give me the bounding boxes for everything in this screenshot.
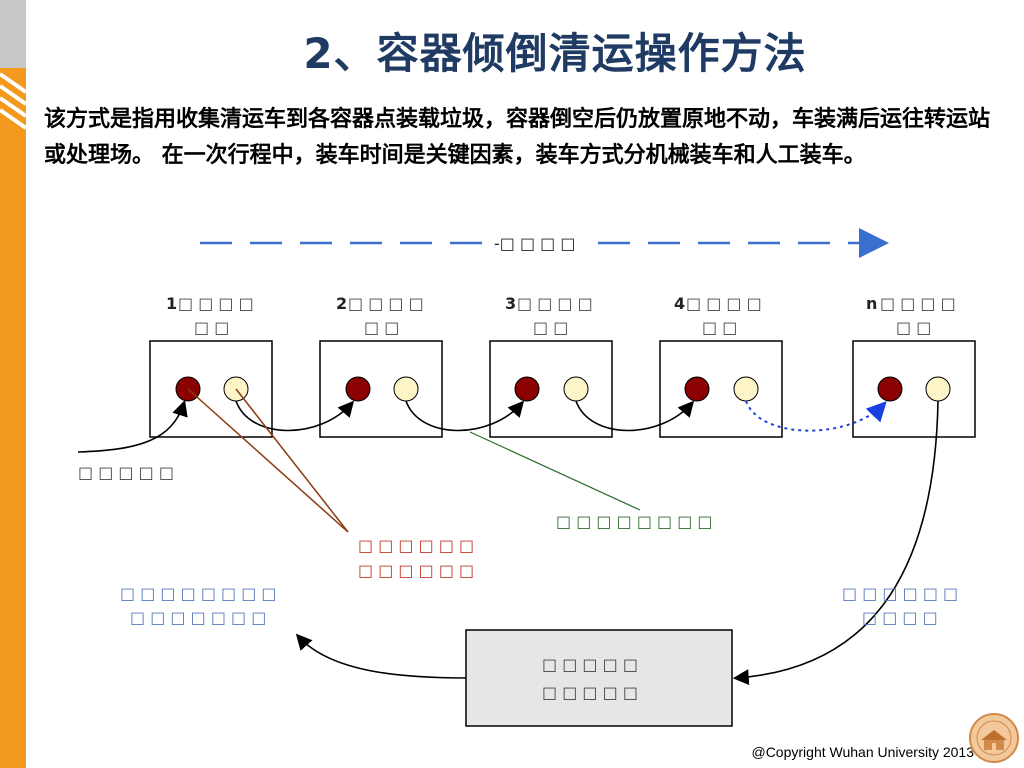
- pickup-pointer-line-1: [187, 388, 349, 533]
- route-facility-return: [295, 633, 467, 679]
- pickup-label-line1: □ □ □ □ □ □: [358, 536, 474, 555]
- sidebar-stripes: [0, 72, 26, 130]
- facility-label-line1: □ □ □ □ □: [542, 655, 638, 674]
- route-2-to-3: [405, 400, 525, 432]
- container-4-label-num: 4: [674, 294, 685, 313]
- container-1: [149, 340, 273, 438]
- empty-container-icon: [733, 376, 759, 402]
- pickup-pointer-line-2: [235, 388, 349, 533]
- sidebar-grey-band: [0, 0, 26, 68]
- slide-title: 2、容器倾倒清运操作方法: [303, 29, 807, 78]
- flow-label: -□ □ □ □: [494, 234, 576, 253]
- full-container-icon: [877, 376, 903, 402]
- container-2-label-line2: □ □: [364, 318, 399, 337]
- container-3-label-line2: □ □: [533, 318, 568, 337]
- container-4-label-line1: □ □ □ □: [686, 294, 762, 313]
- slide-description: 该方式是指用收集清运车到各容器点装载垃圾，容器倒空后仍放置原地不动，车装满后运往…: [44, 107, 991, 168]
- return-label-line2: □ □ □ □ □ □ □: [130, 608, 266, 627]
- container-2-label-num: 2: [336, 294, 347, 313]
- route-n-to-facility: [732, 400, 939, 686]
- container-4-label-line2: □ □: [702, 318, 737, 337]
- container-2-label-line1: □ □ □ □: [348, 294, 424, 313]
- route-4-to-n-dotted: [745, 400, 887, 432]
- empty-container-icon: [563, 376, 589, 402]
- container-4: [659, 340, 783, 438]
- route-3-to-4: [575, 400, 695, 432]
- to-facility-label-line2: □ □ □ □: [862, 608, 938, 627]
- container-1-label-line1: □ □ □ □: [178, 294, 254, 313]
- container-1-label-num: 1: [166, 294, 177, 313]
- facility-label-line2: □ □ □ □ □: [542, 683, 638, 702]
- entry-route-arrow: [77, 399, 188, 453]
- empty-container-icon: [925, 376, 951, 402]
- container-n: [852, 340, 976, 438]
- full-container-icon: [514, 376, 540, 402]
- container-3-label-num: 3: [505, 294, 516, 313]
- return-label-line1: □ □ □ □ □ □ □ □: [120, 584, 277, 603]
- container-1-label-line2: □ □: [194, 318, 229, 337]
- container-3-label-line1: □ □ □ □: [517, 294, 593, 313]
- drive-pointer-line: [469, 431, 641, 511]
- container-n-label-num: n: [866, 294, 877, 313]
- full-container-icon: [345, 376, 371, 402]
- container-n-label-line2: □ □: [896, 318, 931, 337]
- container-n-label-line1: □ □ □ □: [880, 294, 956, 313]
- university-logo-icon: [969, 713, 1019, 763]
- copyright-text: @Copyright Wuhan University 2013: [751, 744, 974, 760]
- to-facility-label-line1: □ □ □ □ □ □: [842, 584, 958, 603]
- route-1-to-2: [235, 400, 355, 432]
- pickup-label-line2: □ □ □ □ □ □: [358, 561, 474, 580]
- empty-container-icon: [393, 376, 419, 402]
- sidebar-orange-band: [0, 68, 26, 768]
- facility-box: [465, 629, 733, 727]
- full-container-icon: [684, 376, 710, 402]
- drive-label: □ □ □ □ □ □ □ □: [556, 512, 713, 531]
- start-label: □ □ □ □ □: [78, 463, 174, 482]
